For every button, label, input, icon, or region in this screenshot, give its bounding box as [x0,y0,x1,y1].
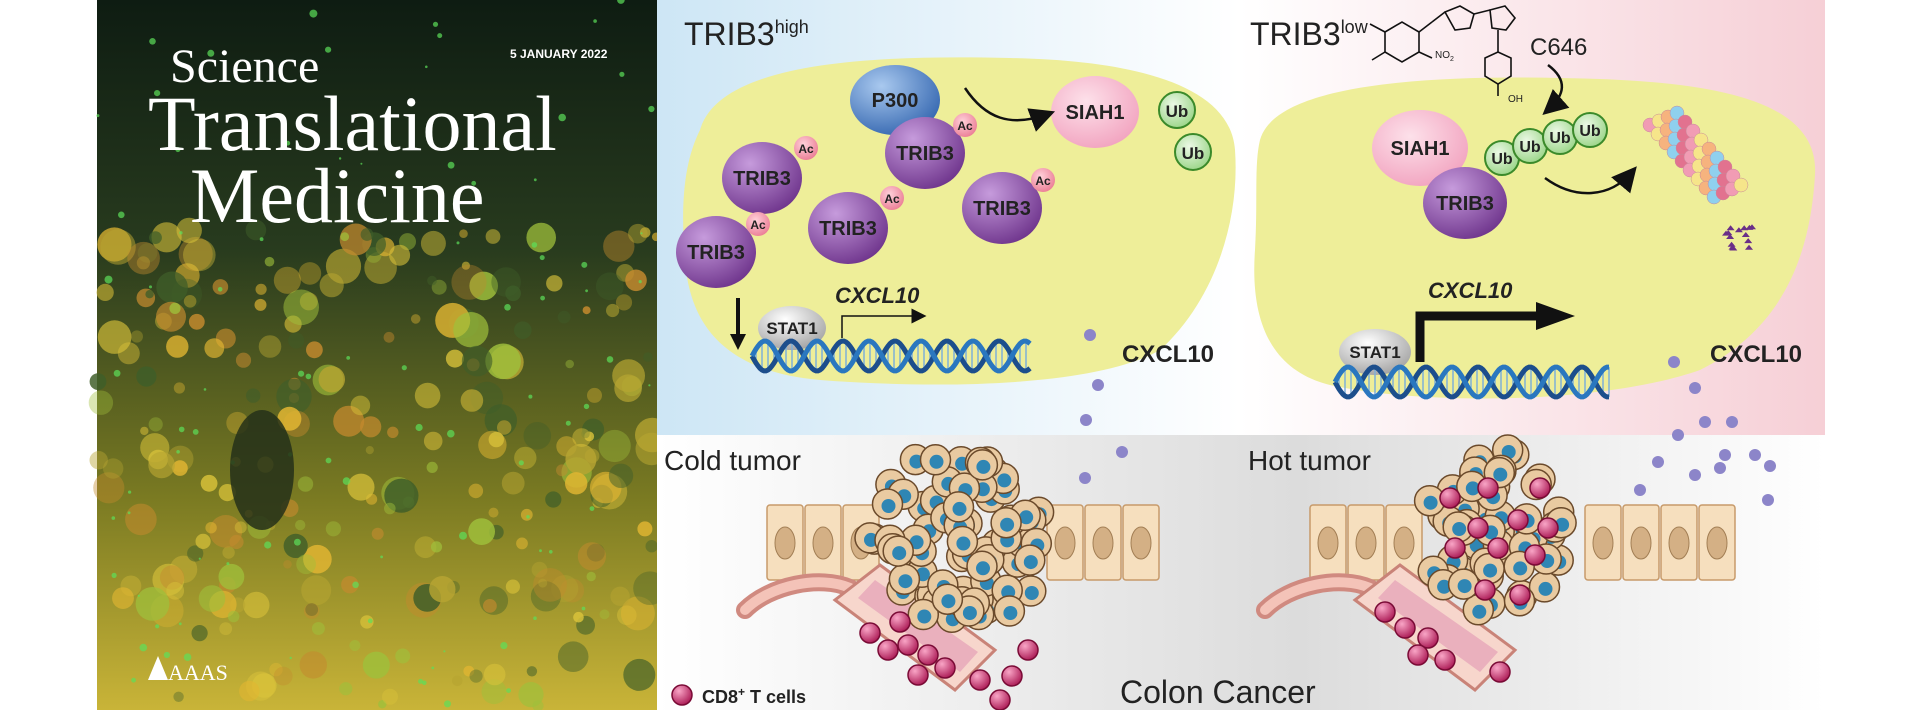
t-cell-legend-label: CD8+ T cells [702,685,806,707]
p300-to-siah1-arrow [963,87,1056,132]
low-stat1-label: STAT1 [1349,343,1400,362]
low-secreted-label: CXCL10 [1710,341,1802,368]
low-siah1-label: SIAH1 [1391,138,1450,160]
cover-publisher: AAAS [168,660,228,685]
cover-journal-line2: Translational [148,80,557,167]
ubiquitin-chain [1484,112,1608,176]
t-cell-legend-icon [671,684,693,706]
cover-journal-line1: Science [170,40,319,93]
tumor-panel: Cold tumor Hot tumor CD8+ T cells Colon … [664,356,1776,710]
strong-transcription-arrow [1415,311,1540,362]
compound-arrow [1542,64,1570,115]
low-gene-label: CXCL10 [1428,278,1513,303]
aaas-logo-icon [148,656,168,680]
cold-tumor-label: Cold tumor [664,445,801,476]
ubiquitin-2 [1174,133,1212,171]
high-title: TRIB3high [684,16,809,52]
dna-helix-high [749,338,1032,374]
colon-cancer-label: Colon Cancer [1120,674,1316,710]
compound-label: C646 [1530,34,1587,61]
p300-label: P300 [872,90,919,112]
ub-chain-label-1: Ub [1491,151,1513,168]
ub-chain-label-2: Ub [1519,139,1541,156]
trib3-molecule-1 [722,142,802,214]
acetyl-label-2: Ac [957,119,973,133]
trib3-high-panel: TRIB3high P300 SIAH1 Ub Ub TRIB3 Ac TRIB… [676,16,1236,484]
ubiquitin-1 [1158,91,1196,129]
siah1-label: SIAH1 [1066,102,1125,124]
nitro-group-label: NO2 [1435,50,1454,63]
acetyl-tag-4 [1031,168,1055,192]
low-title: TRIB3low [1250,16,1369,52]
trib3-label-1: TRIB3 [733,168,791,190]
ubiquitin-label-1: Ub [1166,102,1189,121]
acetyl-label-4: Ac [1035,174,1051,188]
acetyl-tag-5 [746,212,770,236]
acetyl-tag-1 [794,136,818,160]
trib3-low-panel: TRIB3low NO2 OH C646 SIAH1 TRIB3 [1250,5,1816,400]
trib3-label-2: TRIB3 [896,143,954,165]
cxcl10-dots-low [1634,356,1776,506]
proteasome-icon [1642,105,1756,251]
strong-transcription-arrow-icon [1536,302,1575,330]
trib3-molecule-3 [808,192,888,264]
siah1-protein [1051,76,1139,148]
t-cells-group [859,477,1559,710]
trib3-label-4: TRIB3 [973,198,1031,220]
stat1-label: STAT1 [766,319,817,338]
high-gene-label: CXCL10 [835,283,920,308]
cover-journal-line3: Medicine [190,152,485,239]
low-stat1-protein [1339,329,1411,375]
c646-compound-structure [1369,5,1517,96]
acetyl-label-1: Ac [798,142,814,156]
tumor-mass-cold [854,443,1055,634]
cover-microscopy-texture [88,0,670,710]
ubiquitin-label-2: Ub [1182,144,1205,163]
high-secreted-label: CXCL10 [1122,341,1214,368]
degradation-arrow [1544,166,1637,195]
low-trib3-label: TRIB3 [1436,193,1494,215]
epithelium-hot [1309,504,1736,581]
trib3-label-3: TRIB3 [819,218,877,240]
acetyl-label-3: Ac [884,192,900,206]
trib3-label-5: TRIB3 [687,242,745,264]
trib3-molecule-2 [885,117,965,189]
cover-date: 5 JANUARY 2022 [510,47,608,61]
ub-chain-label-3: Ub [1549,130,1571,147]
stat1-protein [758,306,826,350]
low-trib3-molecule [1423,167,1507,239]
dna-helix-low [1332,364,1610,400]
weak-transcription-arrow [841,308,927,338]
acetyl-tag-2 [953,113,977,137]
trib3-molecule-4 [962,172,1042,244]
acetyl-label-5: Ac [750,218,766,232]
cxcl10-dots-high [1079,329,1128,484]
p300-protein [850,65,940,135]
hydroxyl-label: OH [1508,94,1523,105]
acetyl-tag-3 [880,186,904,210]
low-siah1-protein [1372,110,1468,186]
trib3-molecule-5 [676,216,756,288]
inhibition-arrow-icon [730,334,746,350]
journal-cover: Science Translational Medicine 5 JANUARY… [88,0,670,710]
hot-tumor-label: Hot tumor [1248,445,1371,476]
ub-chain-label-4: Ub [1579,123,1601,140]
